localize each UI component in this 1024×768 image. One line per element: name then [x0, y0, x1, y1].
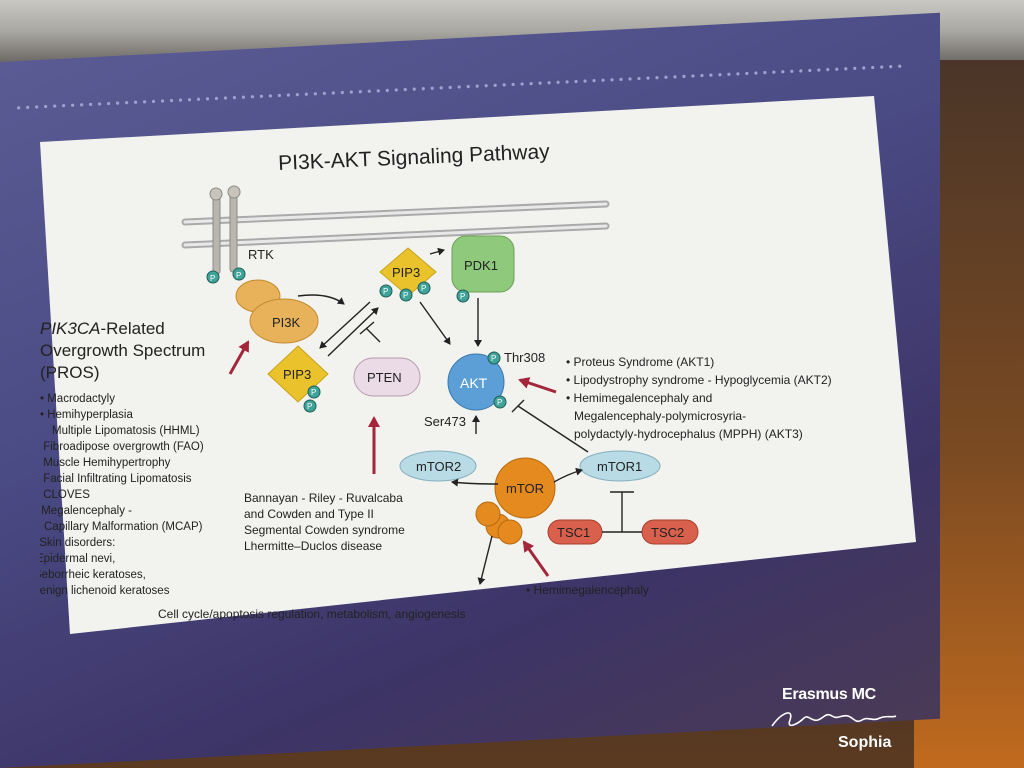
svg-text:PIP3: PIP3 — [392, 265, 420, 280]
svg-text:PTEN: PTEN — [367, 370, 402, 385]
svg-text:PIK3CA-Related: PIK3CA-Related — [40, 319, 165, 338]
pten-disorders-list: Bannayan - Riley - Ruvalcaba and Cowden … — [244, 491, 405, 553]
pros-list: • Macrodactyly • Hemihyperplasia Multipl… — [32, 393, 204, 597]
list-item: and Cowden and Type II — [244, 507, 374, 521]
svg-text:(PROS): (PROS) — [40, 363, 100, 382]
svg-text:mTOR: mTOR — [506, 481, 544, 496]
list-item: • Fibroadipose overgrowth (FAO) — [40, 441, 204, 453]
logo-line2: Sophia — [838, 734, 892, 751]
list-item: Segmental Cowden syndrome — [244, 523, 405, 537]
list-item: • Muscle Hemihypertrophy — [40, 457, 171, 469]
pathway-diagram: PI3K-AKT Signaling Pathway P P RTK PIP3 … — [32, 96, 916, 634]
pathway-arrows — [297, 247, 589, 585]
outcome-text: Cell cycle/apoptosis regulation, metabol… — [158, 607, 466, 621]
svg-text:P: P — [307, 402, 312, 411]
ser473-label: Ser473 — [424, 414, 466, 429]
list-item: • Facial Infiltrating Lipomatosis — [40, 473, 192, 485]
pi3k-node: PI3K — [235, 279, 319, 344]
svg-text:P: P — [383, 287, 388, 296]
rtk-label: RTK — [248, 247, 274, 262]
svg-text:AKT: AKT — [460, 375, 488, 391]
rtk-receptor: P P — [206, 185, 246, 284]
svg-text:P: P — [236, 271, 241, 280]
list-item: • Skin disorders: — [40, 537, 115, 549]
svg-text:mTOR2: mTOR2 — [416, 459, 461, 474]
svg-text:P: P — [311, 388, 316, 397]
svg-text:P: P — [210, 274, 215, 283]
slide: PI3K-AKT Signaling Pathway P P RTK PIP3 … — [32, 96, 916, 636]
logo-line1: Erasmus MC — [782, 686, 876, 703]
pip3-left-node: PIP3 P P — [267, 345, 329, 413]
list-item: Lhermitte–Duclos disease — [244, 539, 382, 553]
list-item: Capillary Malformation (MCAP) — [44, 521, 203, 533]
svg-text:PIP3: PIP3 — [283, 367, 311, 382]
svg-text:mTOR1: mTOR1 — [597, 459, 642, 474]
list-item: • Macrodactyly — [40, 393, 115, 405]
mtor-node: mTOR — [475, 457, 556, 545]
cell-membrane — [181, 200, 610, 249]
akt-disorders-list: • Proteus Syndrome (AKT1) • Lipodystroph… — [566, 355, 832, 441]
list-item: • Lipodystrophy syndrome - Hypoglycemia … — [566, 373, 832, 387]
svg-text:P: P — [460, 292, 465, 301]
pip3-top-node: PIP3 P P P — [379, 247, 437, 302]
list-item: Benign lichenoid keratoses — [40, 585, 170, 597]
svg-text:P: P — [491, 354, 496, 363]
akt-node: AKT P P — [447, 351, 507, 411]
list-item: • Hemimegalencephaly and — [566, 391, 712, 405]
svg-text:TSC1: TSC1 — [557, 525, 590, 540]
pten-node: PTEN — [353, 357, 421, 397]
signature-icon — [771, 712, 897, 727]
list-item: Seborrheic keratoses, — [40, 569, 146, 581]
list-item: • Proteus Syndrome (AKT1) — [566, 355, 714, 369]
list-item: • Megalencephaly - — [40, 505, 132, 517]
pdk1-node: PDK1 P — [451, 235, 515, 303]
mtor1-node: mTOR1 — [579, 450, 661, 482]
list-item: Multiple Lipomatosis (HHML) — [52, 425, 200, 437]
list-item: • Hemihyperplasia — [40, 409, 133, 421]
svg-text:PI3K: PI3K — [272, 315, 301, 330]
erasmus-mc-logo: Erasmus MC Sophia — [771, 686, 910, 756]
mtor-disorder: • Hemimegalencephaly — [526, 583, 649, 597]
pros-title: PIK3CA-Related Overgrowth Spectrum (PROS… — [40, 319, 205, 382]
svg-text:PDK1: PDK1 — [464, 258, 498, 273]
list-item: Bannayan - Riley - Ruvalcaba — [244, 491, 403, 505]
svg-text:TSC2: TSC2 — [651, 525, 684, 540]
svg-text:P: P — [403, 291, 408, 300]
list-item: polydactyly-hydrocephalus (MPPH) (AKT3) — [574, 427, 803, 441]
svg-text:P: P — [421, 284, 426, 293]
thr308-label: Thr308 — [504, 350, 545, 365]
list-item: Megalencephaly-polymicrosyria- — [574, 409, 746, 423]
svg-text:Overgrowth Spectrum: Overgrowth Spectrum — [40, 341, 205, 360]
disease-arrows — [228, 340, 557, 577]
list-item: • CLOVES — [40, 489, 90, 501]
mtor2-node: mTOR2 — [399, 450, 477, 482]
tsc-complex: TSC1 TSC2 — [547, 491, 699, 545]
svg-text:P: P — [497, 398, 502, 407]
list-item: Epidermal nevi, — [40, 553, 115, 565]
